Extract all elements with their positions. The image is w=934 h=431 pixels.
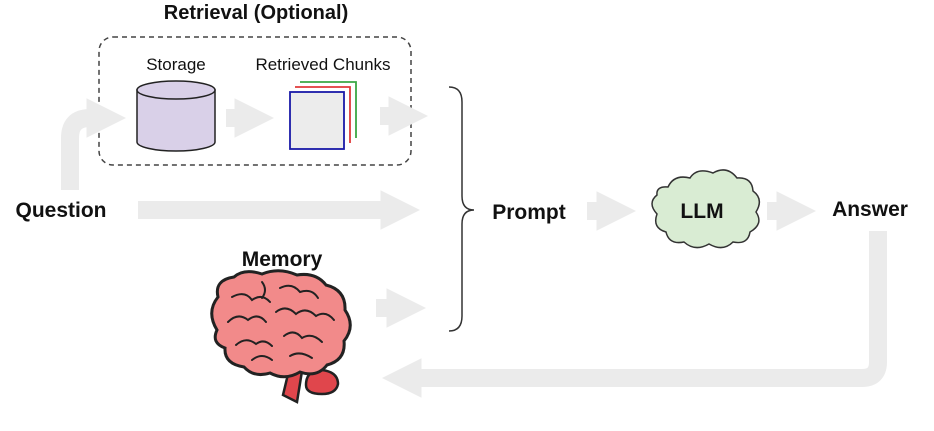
llm-cloud-icon (651, 169, 761, 249)
retrieval-title: Retrieval (Optional) (164, 2, 348, 24)
brain-icon (210, 269, 352, 404)
llm-label: LLM (680, 200, 723, 223)
retrieved-chunks-label: Retrieved Chunks (255, 55, 390, 74)
answer-label: Answer (832, 198, 908, 221)
question-label: Question (15, 199, 106, 222)
memory-label: Memory (242, 248, 323, 271)
retrieved-chunks-icon (289, 81, 357, 150)
storage-database-icon (136, 80, 216, 152)
prompt-brace (448, 86, 475, 332)
flow-arrows (61, 96, 887, 398)
question-to-storage-arrow (61, 98, 126, 190)
answer-to-memory-arrow (382, 231, 887, 398)
prompt-label: Prompt (492, 201, 566, 224)
storage-label: Storage (146, 55, 206, 74)
